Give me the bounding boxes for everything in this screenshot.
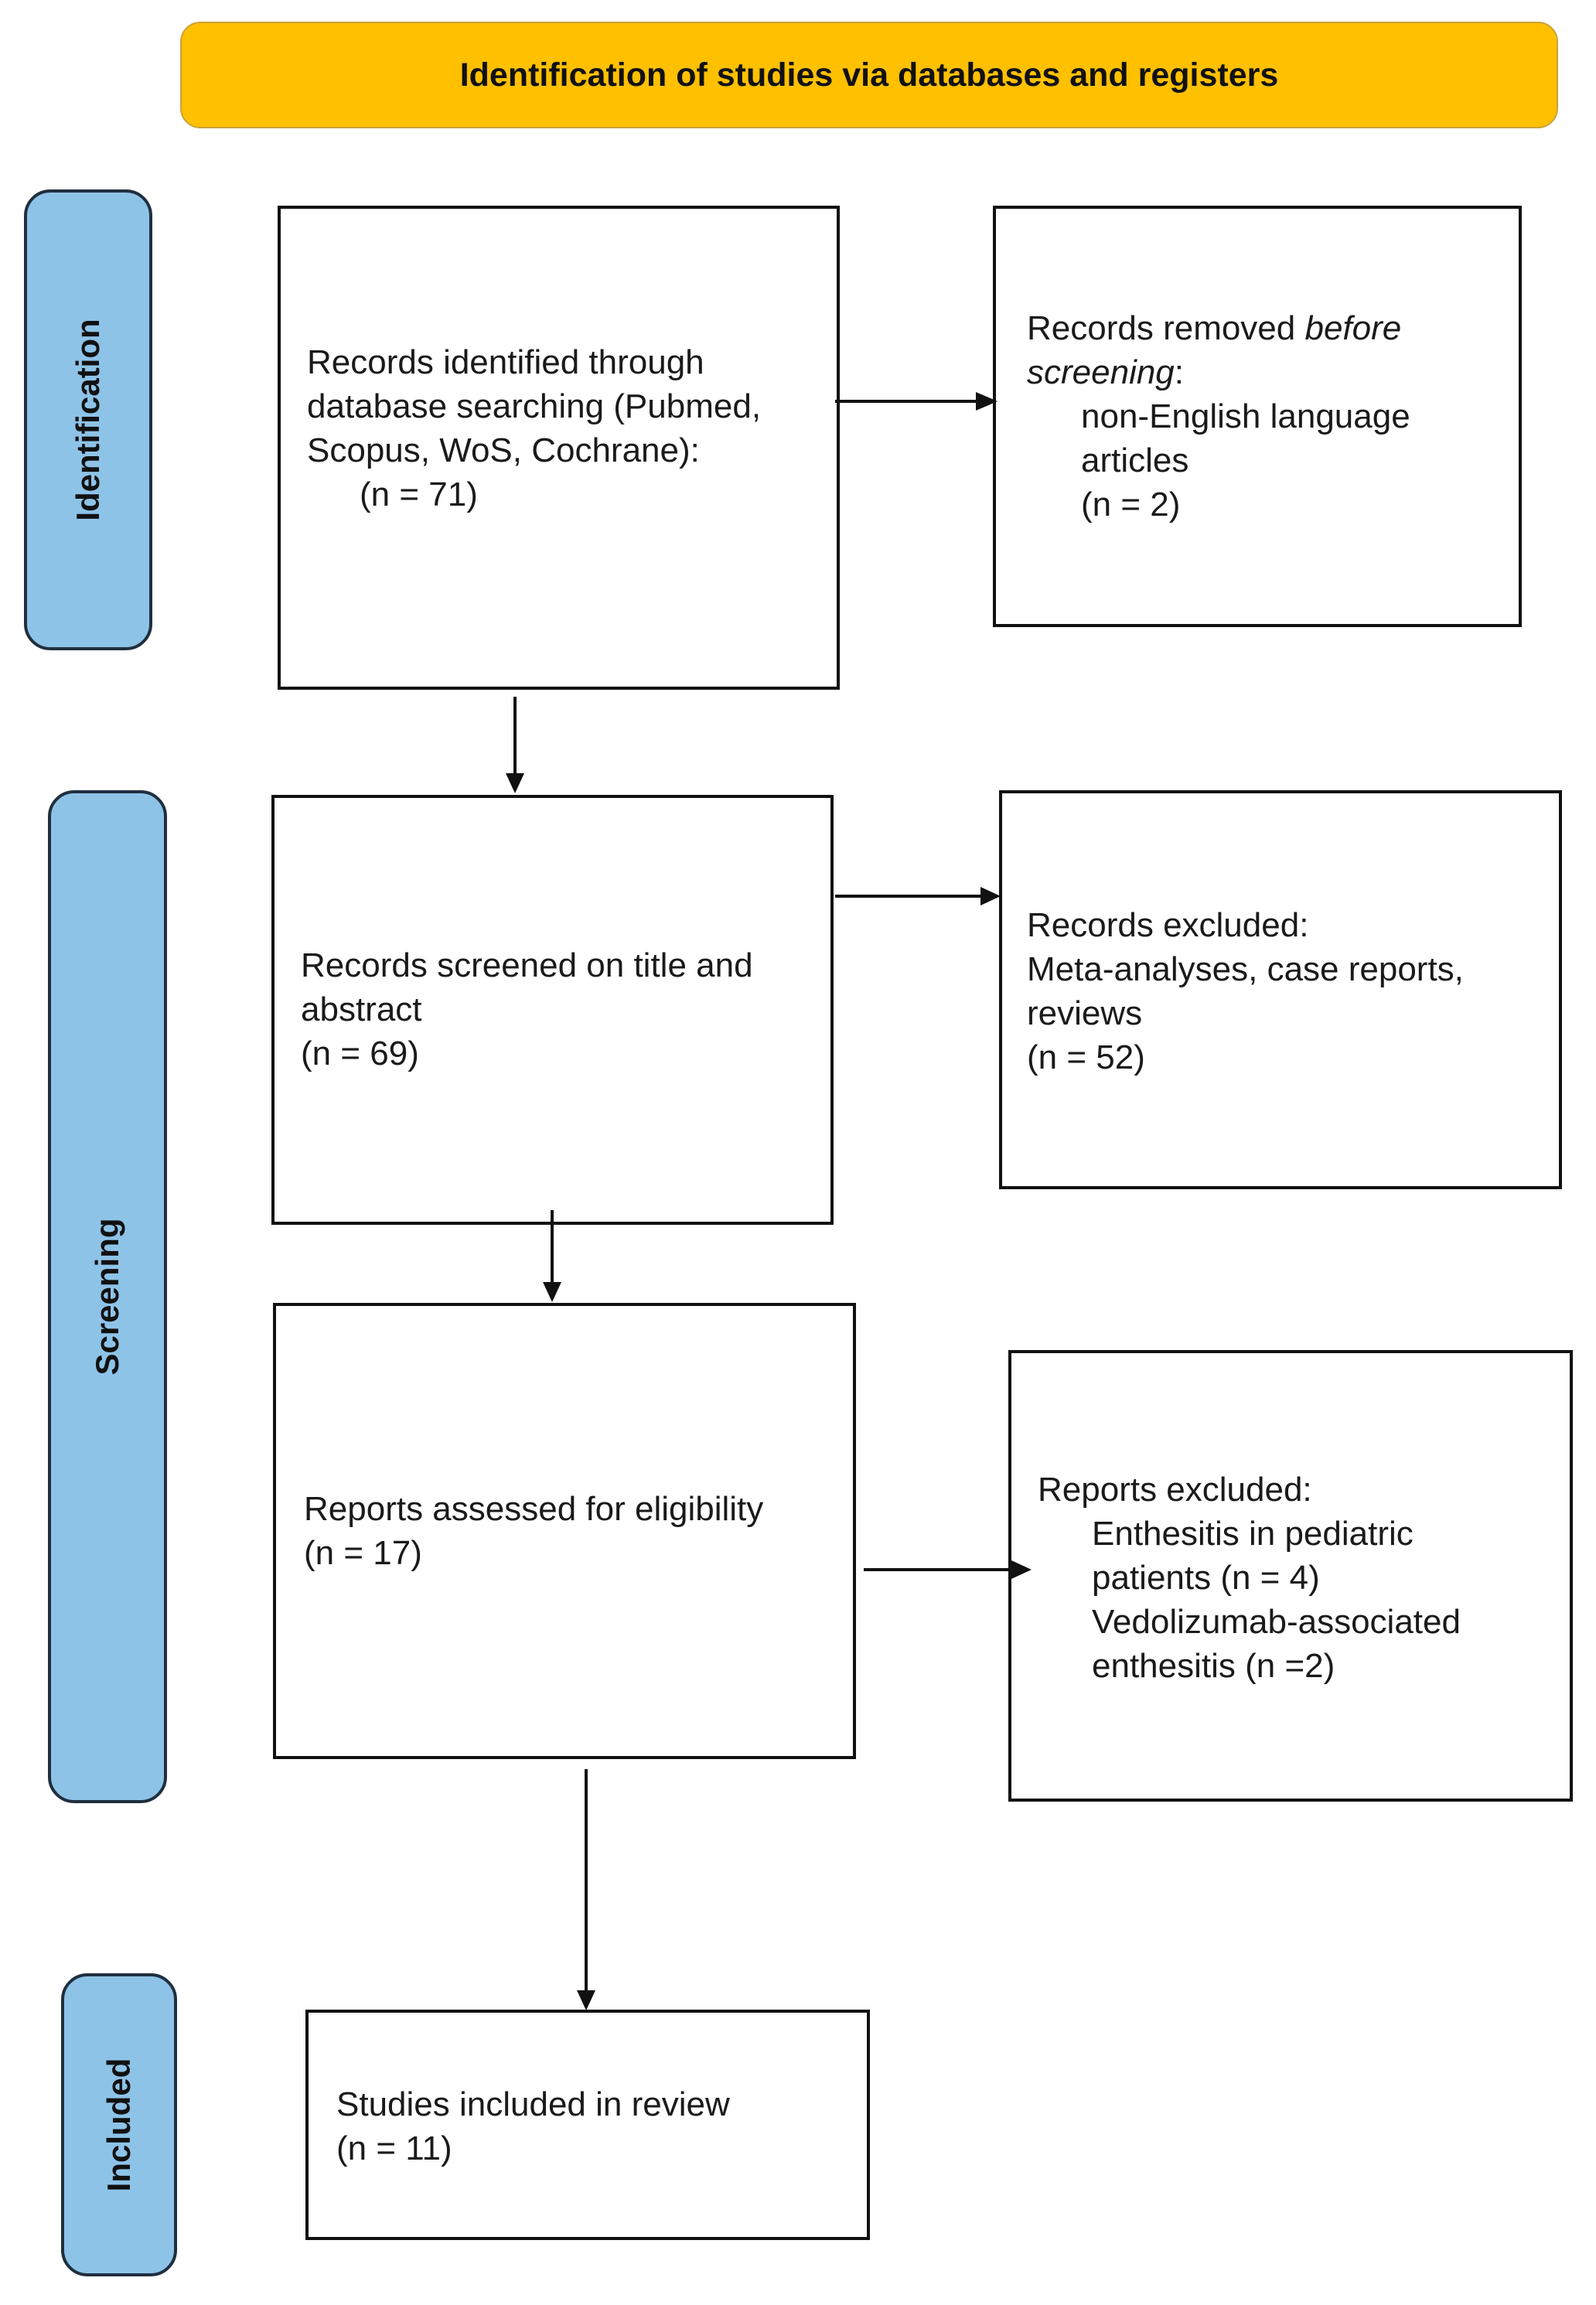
records-removed-prefix: Records removed [1027,309,1305,347]
records-removed-reason: articles [1081,442,1189,479]
records-screened-box: Records screened on title and abstract (… [271,795,834,1225]
arrowhead-assessed-to-excluded [1011,1560,1032,1579]
records-removed-heading-cont: screening: [1027,350,1410,394]
header-banner: Identification of studies via databases … [180,22,1558,128]
records-screened-line: abstract [301,991,422,1028]
records-excluded-line: reviews [1027,994,1143,1032]
arrowhead-screened-to-excluded [980,887,1001,905]
reports-excluded-reason: patients (n = 4) [1092,1559,1320,1597]
phase-included: Included [61,1973,177,2276]
phase-screening: Screening [48,790,167,1803]
records-removed-text: Records removed before screening: non-En… [1027,306,1410,527]
records-removed-emphasis: screening [1027,353,1175,391]
records-excluded-line: Meta-analyses, case reports, [1027,950,1464,988]
records-excluded-count: (n = 52) [1027,1038,1145,1076]
reports-excluded-reason: Vedolizumab-associated [1092,1603,1461,1641]
records-identified-line: Records identified through [307,343,704,381]
phase-identification: Identification [24,189,152,650]
records-screened-count: (n = 69) [301,1035,419,1072]
studies-included-line: Studies included in review [336,2085,730,2123]
studies-included-text: Studies included in review (n = 11) [336,2082,730,2170]
studies-included-box: Studies included in review (n = 11) [305,2010,870,2240]
records-removed-heading: Records removed before [1027,306,1410,350]
reports-excluded-text: Reports excluded: Enthesitis in pediatri… [1038,1468,1461,1688]
records-excluded-text: Records excluded: Meta-analyses, case re… [1027,903,1464,1079]
reports-assessed-text: Reports assessed for eligibility (n = 17… [304,1487,763,1575]
reports-excluded-reason: enthesitis (n =2) [1092,1647,1335,1685]
reports-excluded-reason: Enthesitis in pediatric [1092,1515,1414,1553]
diagram-title: Identification of studies via databases … [459,56,1279,94]
arrowhead-identified-to-removed [976,392,998,411]
arrowhead-screened-to-assessed [543,1282,561,1302]
reports-assessed-count: (n = 17) [304,1534,422,1572]
records-removed-box: Records removed before screening: non-En… [993,206,1522,627]
reports-assessed-line: Reports assessed for eligibility [304,1490,764,1528]
records-identified-box: Records identified through database sear… [278,206,840,690]
records-identified-text: Records identified through database sear… [307,340,761,517]
records-removed-reason: non-English language [1081,397,1410,435]
reports-excluded-heading: Reports excluded: [1038,1471,1312,1509]
records-identified-line: database searching (Pubmed, [307,387,762,425]
arrowhead-identified-to-screened [506,773,524,793]
records-screened-line: Records screened on title and [301,946,753,984]
records-removed-colon: : [1174,353,1185,391]
reports-assessed-box: Reports assessed for eligibility (n = 17… [273,1303,856,1759]
records-identified-count: (n = 71) [360,476,478,513]
reports-excluded-box: Reports excluded: Enthesitis in pediatri… [1008,1350,1573,1802]
studies-included-count: (n = 11) [336,2129,452,2167]
records-excluded-line: Records excluded: [1027,906,1309,944]
records-identified-line: Scopus, WoS, Cochrane): [307,431,700,469]
records-excluded-box: Records excluded: Meta-analyses, case re… [999,790,1562,1189]
records-screened-text: Records screened on title and abstract (… [301,943,753,1076]
arrowhead-assessed-to-included [577,1990,595,2010]
records-removed-count: (n = 2) [1081,486,1181,523]
records-removed-emphasis: before [1304,309,1402,347]
